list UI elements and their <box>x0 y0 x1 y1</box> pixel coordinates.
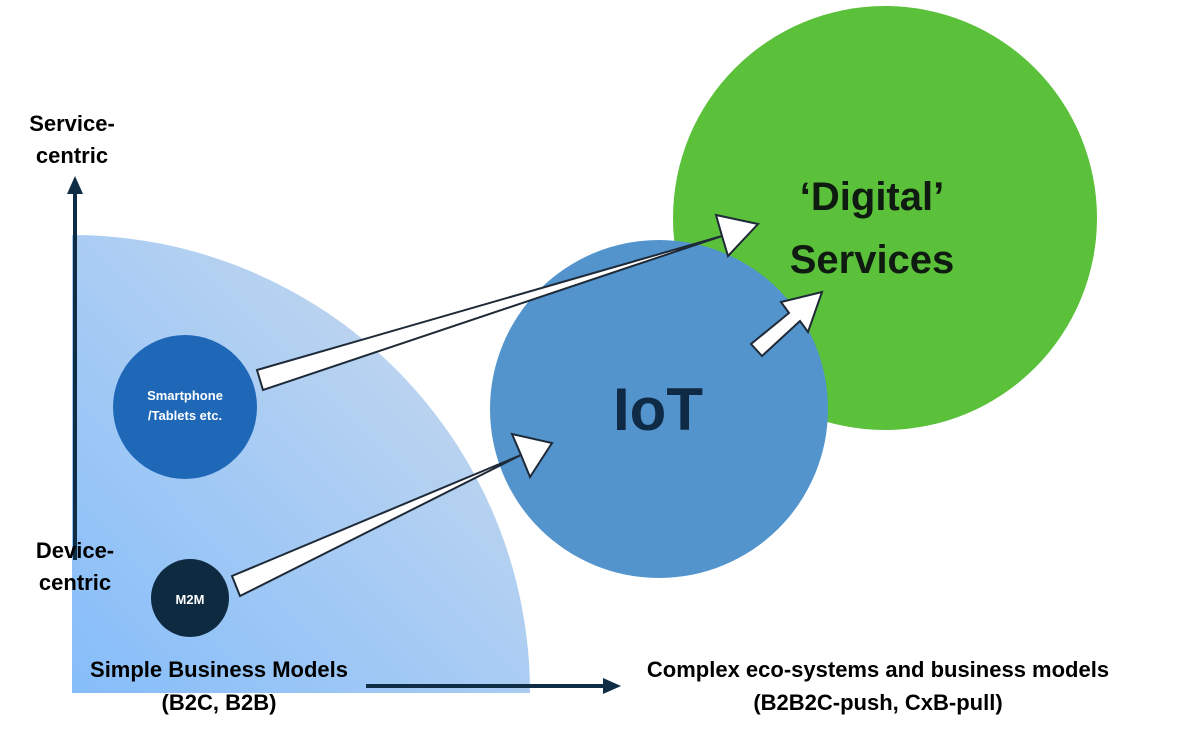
simple-business-region <box>72 235 530 693</box>
x-right-label-line2: (B2B2C-push, CxB-pull) <box>753 690 1002 715</box>
digital-label-line2: Services <box>790 238 955 282</box>
digital-label-line1: ‘Digital’ <box>800 175 944 219</box>
smartphone-label-line2: /Tablets etc. <box>148 408 222 423</box>
m2m-circle <box>151 559 229 637</box>
y-bottom-label-line1: Device- <box>36 538 114 563</box>
arrow-smartphone-to-digital <box>255 213 760 392</box>
y-bottom-label-line2: centric <box>39 570 111 595</box>
x-left-label-line1: Simple Business Models <box>90 657 348 682</box>
y-axis-arrowhead <box>67 176 83 194</box>
m2m-label: M2M <box>176 592 205 607</box>
x-left-label-line2: (B2C, B2B) <box>162 690 277 715</box>
y-top-label-line2: centric <box>36 143 108 168</box>
iot-circle <box>490 240 828 578</box>
iot-label: IoT <box>613 376 703 443</box>
y-top-label-line1: Service- <box>29 111 115 136</box>
smartphone-circle <box>113 335 257 479</box>
arrow-m2m-to-iot <box>230 432 554 598</box>
smartphone-label-line1: Smartphone <box>147 388 223 403</box>
x-axis-arrowhead <box>603 678 621 694</box>
arrow-iot-to-digital <box>749 290 824 358</box>
x-right-label-line1: Complex eco-systems and business models <box>647 657 1109 682</box>
